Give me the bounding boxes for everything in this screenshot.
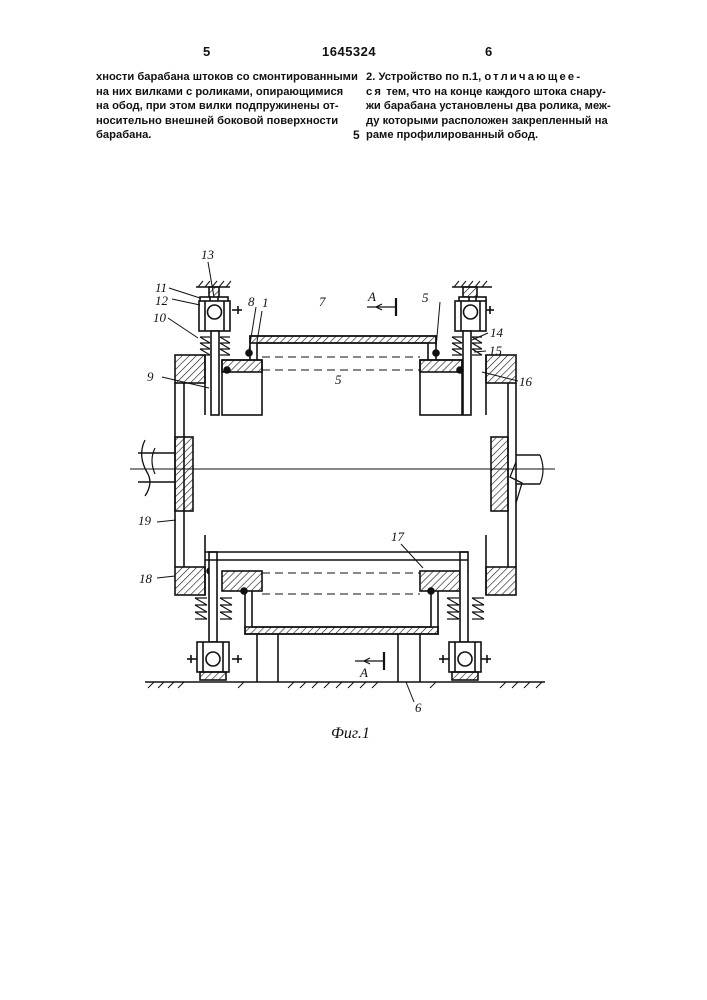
top-rim [222, 336, 462, 415]
top-right-fork [455, 297, 494, 331]
figure-label-8: 8 [248, 294, 255, 309]
figure-label-12: 12 [155, 293, 169, 308]
figure-label-16: 16 [519, 374, 533, 389]
top-left-fork [199, 297, 242, 331]
figure-label-17: 17 [391, 529, 405, 544]
figure-label-14: 14 [490, 325, 504, 340]
figure-label-1: 1 [262, 295, 269, 310]
figure-label-5: 5 [422, 290, 429, 305]
figure-label-13: 13 [201, 247, 215, 262]
section-label-a-top: A [367, 289, 376, 304]
top-left-rod [211, 331, 219, 415]
top-right-rod [463, 331, 471, 415]
figure-label-5-inner: 5 [335, 372, 342, 387]
right-shaft [510, 455, 543, 503]
figure-label-19: 19 [138, 513, 152, 528]
figure-label-10: 10 [153, 310, 167, 325]
figure-label-9: 9 [147, 369, 154, 384]
figure-label-7: 7 [319, 294, 326, 309]
figure-label-6: 6 [415, 700, 422, 715]
bottom-rim [222, 571, 460, 634]
bottom-right-fork [439, 642, 491, 680]
bottom-left-rod [209, 552, 217, 642]
left-shaft [138, 440, 175, 496]
ground-line [145, 682, 545, 688]
bottom-right-rod [460, 552, 468, 642]
frame-posts [257, 634, 420, 682]
section-label-a-bottom: A [359, 665, 368, 680]
bottom-left-fork [187, 642, 242, 680]
figure-label-15: 15 [489, 343, 503, 358]
figure-label-18: 18 [139, 571, 153, 586]
top-right-support [452, 281, 492, 297]
figure-caption: Фиг.1 [331, 725, 370, 742]
